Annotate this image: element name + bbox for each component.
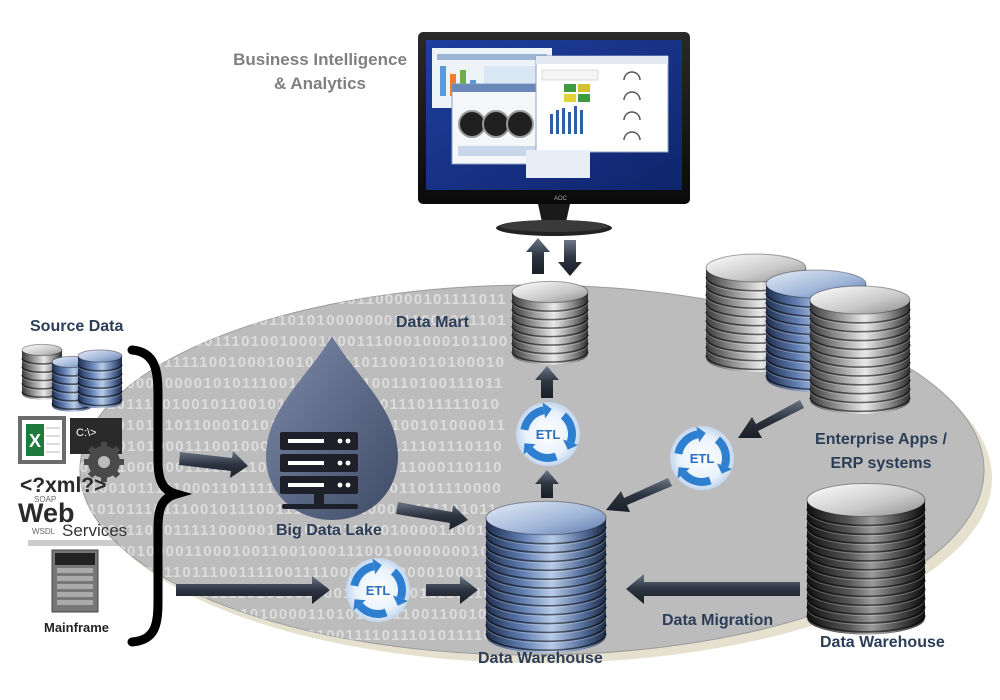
svg-text:Services: Services	[62, 521, 127, 540]
binary-row: 0001110001000010101110010001111100110100…	[70, 375, 504, 392]
flow-arrows	[176, 400, 804, 604]
binary-row: 1001000011010001001000001110001100000101…	[70, 291, 507, 308]
source-files-icons: X C:\> <?xml?> SOAP Web Services WSDL	[18, 416, 127, 546]
gauge-3	[506, 110, 534, 138]
monitor-updown-arrows	[526, 238, 582, 276]
big-data-lake-drop	[266, 336, 398, 520]
enterprise-label-line1: Enterprise Apps /	[815, 431, 947, 448]
bi-monitor: AOC	[418, 32, 690, 236]
bi-label-line1: Business Intelligence	[233, 50, 407, 69]
binary-row: 1100011101011111000001011001011000100001…	[70, 522, 505, 539]
etl-label: ETL	[536, 427, 561, 442]
mainframe-icon	[51, 549, 99, 613]
svg-text:X: X	[29, 431, 41, 451]
etl-icon-bottom: ETL	[346, 558, 410, 622]
source-db-cylinder-3	[77, 349, 123, 409]
data-warehouse-right-cylinder	[806, 482, 926, 635]
binary-row: 0110111001000110001010000110101001110011…	[70, 606, 506, 623]
vertical-flow-arrows	[535, 366, 559, 498]
svg-text:SOAP: SOAP	[34, 495, 56, 504]
gauge-2	[482, 110, 510, 138]
enterprise-cylinder-3	[809, 285, 911, 414]
gauge-1	[458, 110, 486, 138]
data-migration-label: Data Migration	[662, 612, 774, 629]
binary-row: 1110001100110111001111001111000100100001…	[70, 564, 504, 581]
binary-row: 1101100110111110010001001011011011001010…	[70, 354, 505, 371]
monitor-brand: AOC	[554, 196, 568, 202]
data-mart-label: Data Mart	[396, 314, 469, 331]
binary-row: 1110101110111001011100111100011100011111…	[70, 501, 498, 518]
source-curly-brace	[127, 345, 193, 647]
binary-row: 1011000100001100010011001000111001000000…	[70, 543, 509, 560]
etl-label: ETL	[366, 583, 391, 598]
enterprise-apps-label: Enterprise Apps / ERP systems	[802, 428, 960, 476]
etl-icon-right: ETL	[670, 426, 734, 490]
svg-text:C:\>: C:\>	[76, 427, 96, 439]
svg-text:<?xml?>: <?xml?>	[20, 474, 106, 497]
etl-label: ETL	[690, 451, 715, 466]
mainframe-label: Mainframe	[44, 620, 110, 635]
data-mart-cylinder	[511, 280, 589, 365]
enterprise-label-line2: ERP systems	[830, 455, 932, 472]
data-warehouse-center-cylinder	[485, 500, 607, 653]
bi-analytics-label: Business Intelligence & Analytics	[232, 48, 408, 96]
data-warehouse-right-label: Data Warehouse	[820, 634, 945, 651]
svg-text:Web: Web	[18, 498, 75, 528]
data-warehouse-center-label: Data Warehouse	[478, 650, 603, 667]
etl-icon-top: ETL	[516, 402, 580, 466]
bi-label-line2: & Analytics	[274, 74, 366, 93]
source-data-label: Source Data	[30, 318, 124, 335]
svg-text:WSDL: WSDL	[32, 527, 56, 536]
big-data-lake-label: Big Data Lake	[276, 522, 382, 539]
